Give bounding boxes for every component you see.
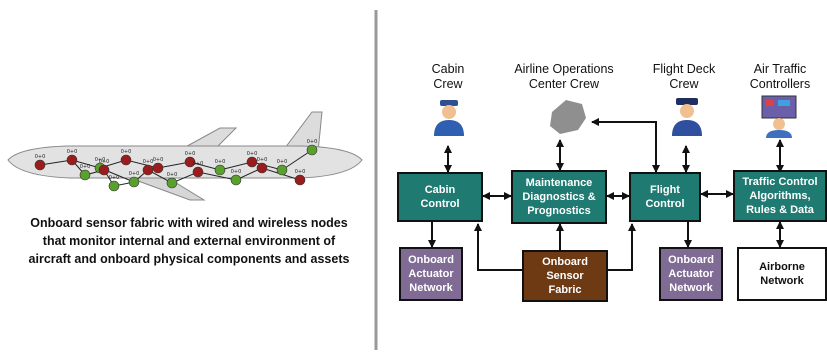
actuator-network-left-box: Onboard Actuator Network xyxy=(399,247,463,301)
atc-controller-icon xyxy=(761,95,797,138)
sensor-node: 0+0 xyxy=(276,159,288,176)
sensor-node-label: 0+0 xyxy=(307,139,318,145)
sensor-node-label: 0+0 xyxy=(185,151,196,157)
wired-link xyxy=(39,149,313,171)
connections xyxy=(428,118,784,271)
sensor-node-label: 0+0 xyxy=(215,159,226,165)
sensor-node: 0+0 xyxy=(128,171,140,188)
maintenance-box: Maintenance Diagnostics & Prognostics xyxy=(511,170,607,224)
sensor-node-label: 0+0 xyxy=(143,159,154,165)
sensor-fabric-box: Onboard Sensor Fabric xyxy=(522,250,608,302)
sensor-node-label: 0+0 xyxy=(257,157,268,163)
sensor-node-label: 0+0 xyxy=(153,157,164,163)
cabin-control-box: Cabin Control xyxy=(397,172,483,222)
sensor-node: 0+0 xyxy=(79,164,91,181)
sensor-node: 0+0 xyxy=(246,151,258,168)
sensor-node-label: 0+0 xyxy=(129,171,140,177)
flight-deck-pilot-icon xyxy=(672,98,702,136)
traffic-control-box: Traffic Control Algorithms, Rules & Data xyxy=(733,170,827,222)
sensor-node: 0+0 xyxy=(256,157,268,174)
sensor-node-label: 0+0 xyxy=(80,164,91,170)
airborne-network-box: Airborne Network xyxy=(737,247,827,301)
sensor-node-label: 0+0 xyxy=(99,159,110,165)
link-flight-control-ops xyxy=(591,118,660,173)
caption-line: aircraft and onboard physical components… xyxy=(28,252,350,266)
sensor-node: 0+0 xyxy=(108,175,120,192)
link-sensor-flight xyxy=(608,223,636,271)
caption-line: Onboard sensor fabric with wired and wir… xyxy=(30,216,348,230)
sensor-node-label: 0+0 xyxy=(95,157,106,163)
sensor-node: 0+0 xyxy=(66,149,78,166)
figure-caption: Onboard sensor fabric with wired and wir… xyxy=(6,214,372,268)
cabin-crew-person-icon xyxy=(434,100,464,136)
flight-control-box: Flight Control xyxy=(629,172,701,222)
sensor-node: 0+0 xyxy=(192,161,204,178)
sensor-node-label: 0+0 xyxy=(231,169,242,175)
flight-deck-crew-label: Flight Deck Crew xyxy=(652,62,716,91)
sensor-node: 0+0 xyxy=(120,149,132,166)
sensor-node: 0+0 xyxy=(34,154,46,171)
sensor-node-label: 0+0 xyxy=(277,159,288,165)
sensor-node: 0+0 xyxy=(214,159,226,176)
sensor-node: 0+0 xyxy=(294,169,306,186)
sensor-node-label: 0+0 xyxy=(295,169,306,175)
sensor-node-label: 0+0 xyxy=(121,149,132,155)
sensor-node-label: 0+0 xyxy=(247,151,258,157)
sensor-node: 0+0 xyxy=(306,139,318,156)
caption-line: that monitor internal and external envir… xyxy=(42,234,336,248)
sensor-node: 0+0 xyxy=(230,169,242,186)
sensor-node: 0+0 xyxy=(142,159,154,176)
sensor-node-label: 0+0 xyxy=(193,161,204,167)
sensor-node-label: 0+0 xyxy=(67,149,78,155)
airline-ops-label: Airline Operations Center Crew xyxy=(514,62,614,91)
sensor-node: 0+0 xyxy=(184,151,196,168)
sensor-node-label: 0+0 xyxy=(167,172,178,178)
sensor-node-label: 0+0 xyxy=(109,175,120,181)
cabin-crew-label: Cabin Crew xyxy=(431,62,465,91)
sensor-node: 0+0 xyxy=(152,157,164,174)
sensor-node: 0+0 xyxy=(166,172,178,189)
atc-label: Air Traffic Controllers xyxy=(749,62,811,91)
actuator-network-right-box: Onboard Actuator Network xyxy=(659,247,723,301)
sensor-node-label: 0+0 xyxy=(35,154,46,160)
sensor-node: 0+0 xyxy=(98,159,110,176)
ops-center-crew-icon xyxy=(550,100,586,134)
wing-lower xyxy=(129,177,206,201)
link-sensor-cabin xyxy=(474,223,522,271)
